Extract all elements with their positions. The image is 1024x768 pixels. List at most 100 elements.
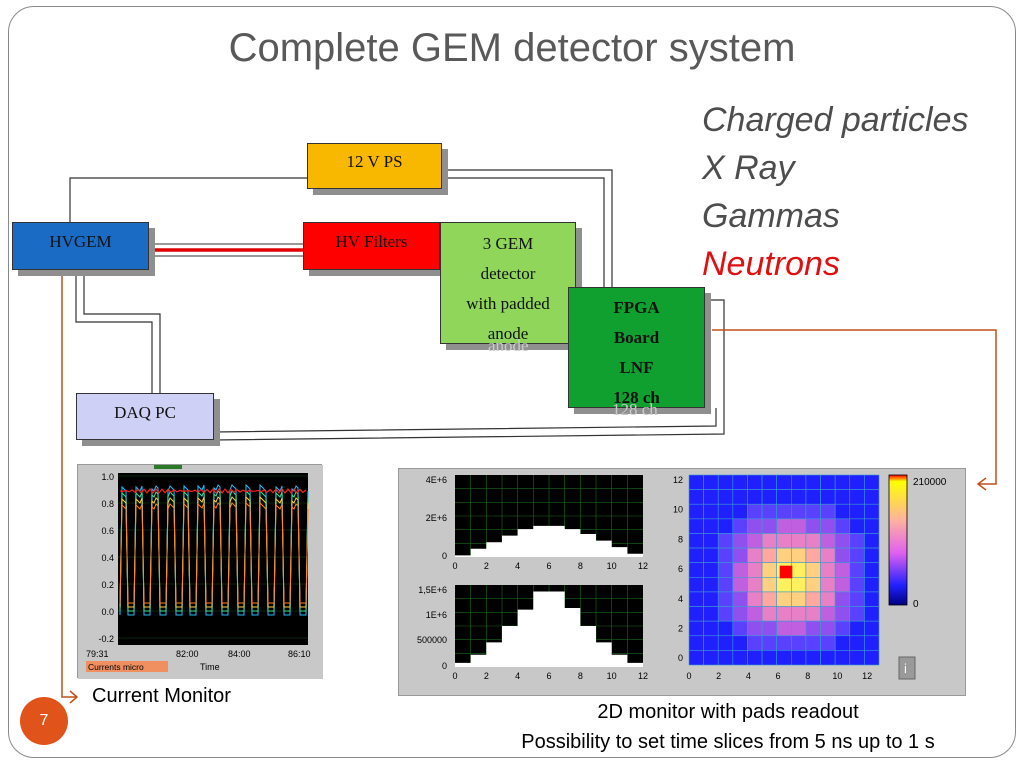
heatmap-cell xyxy=(820,650,836,666)
bottom-ytick: 0 xyxy=(442,661,447,671)
heatmap-cell xyxy=(761,547,777,563)
heatmap-cell xyxy=(703,591,719,607)
map-xtick: 8 xyxy=(805,671,810,681)
heatmap-cell xyxy=(732,620,748,637)
heatmap-cell xyxy=(820,489,836,505)
heatmap-cell xyxy=(761,650,777,666)
fpga-line: Board xyxy=(613,328,660,347)
cm-xlabel: Time xyxy=(200,662,220,672)
map-ytick: 8 xyxy=(678,534,683,544)
heatmap-cell xyxy=(703,518,719,534)
cm-xtick: 86:10 xyxy=(288,649,311,659)
cm-xtick: 79:31 xyxy=(86,649,109,659)
heatmap-cell xyxy=(747,635,763,651)
cm-ytick: -0.2 xyxy=(98,634,114,644)
map-ytick: 6 xyxy=(678,564,683,574)
heatmap-cell xyxy=(864,474,880,490)
map-xtick: 4 xyxy=(746,671,751,681)
map-ytick: 12 xyxy=(673,475,683,485)
heatmap-cell xyxy=(776,503,792,520)
hv-filters-block: HV Filters xyxy=(303,222,440,270)
x-tick: 8 xyxy=(578,561,583,571)
bottom-ytick: 1,5E+6 xyxy=(418,585,447,595)
map-ytick: 2 xyxy=(678,623,683,633)
x-tick: 12 xyxy=(638,561,648,571)
heatmap-cell xyxy=(747,474,763,490)
heatmap-cell xyxy=(820,533,836,549)
ghost-anode-text: anode xyxy=(488,336,529,355)
heatmap-cell xyxy=(688,489,704,505)
heatmap-cell xyxy=(717,650,734,666)
heatmap-cell xyxy=(747,620,763,637)
ps-12v-block: 12 V PS xyxy=(307,143,442,189)
heatmap-cell xyxy=(776,518,792,534)
scale-min-label: 0 xyxy=(913,599,919,610)
heatmap-cell xyxy=(688,635,704,651)
fpga-line: FPGA xyxy=(613,298,660,317)
heatmap-cell xyxy=(791,577,807,593)
heatmap-cell xyxy=(834,577,851,593)
heatmap-cell xyxy=(864,635,880,651)
heatmap-cell xyxy=(849,518,865,534)
heatmap-cell xyxy=(688,533,704,549)
heatmap-cell xyxy=(703,474,719,490)
heatmap-cell xyxy=(805,606,821,622)
cm-ytick: 0.4 xyxy=(101,553,114,563)
wire-ps-fpga xyxy=(442,169,613,287)
heatmap-cell xyxy=(761,620,777,637)
heatmap-cell xyxy=(717,533,734,549)
heatmap-cell xyxy=(834,606,851,622)
heatmap-cell xyxy=(732,591,748,607)
heatmap-cell xyxy=(849,474,865,490)
heatmap-cell xyxy=(834,474,851,490)
heatmap-cell xyxy=(703,489,719,505)
heatmap-cell xyxy=(849,533,865,549)
heatmap-cell xyxy=(849,547,865,563)
heatmap-cell xyxy=(864,562,880,578)
heatmap-cell xyxy=(864,606,880,622)
heatmap-cell xyxy=(688,620,704,637)
cm-xtick: 84:00 xyxy=(228,649,251,659)
gem-line: with padded xyxy=(466,294,550,313)
heatmap-cell xyxy=(747,547,763,563)
current-monitor-plot: 1.0 0.8 0.6 0.4 0.2 0.0 -0.2 79:31 82:00… xyxy=(78,463,323,679)
heatmap-cell xyxy=(761,606,777,622)
heatmap-cell xyxy=(776,577,792,593)
slide-frame xyxy=(8,6,1016,758)
info-icon: i xyxy=(904,661,907,676)
heatmap-cell xyxy=(820,620,836,637)
heatmap-cell xyxy=(688,562,704,578)
gem-line: anode xyxy=(487,324,529,343)
heatmap-cell xyxy=(717,547,734,563)
heatmap-cell xyxy=(791,591,807,607)
info-button[interactable] xyxy=(898,656,916,680)
heatmap-cell xyxy=(717,518,734,534)
heatmap-cell xyxy=(761,533,777,549)
heatmap-cell xyxy=(732,577,748,593)
heatmap-cell xyxy=(688,577,704,593)
x-tick: 10 xyxy=(607,561,617,571)
heatmap-cell xyxy=(834,650,851,666)
heatmap-cell xyxy=(820,591,836,607)
heatmap-cell xyxy=(732,503,748,520)
heatmap-cell xyxy=(849,635,865,651)
heatmap-cell xyxy=(747,591,763,607)
heatmap-cell xyxy=(776,547,792,563)
heatmap-cell xyxy=(864,620,880,637)
heatmap-cell xyxy=(849,650,865,666)
heatmap-cell xyxy=(849,591,865,607)
heatmap-cell xyxy=(717,474,734,490)
particle-charged: Charged particles xyxy=(702,101,969,139)
cm-tag xyxy=(86,661,168,672)
heatmap-cell xyxy=(776,620,792,637)
heatmap-cell xyxy=(761,474,777,490)
heatmap-cell xyxy=(791,474,807,490)
cm-tag-label: Currents micro xyxy=(88,662,144,672)
particle-xray: X Ray xyxy=(702,149,795,187)
heatmap-cell xyxy=(747,577,763,593)
heatmap-cell xyxy=(820,562,836,578)
heatmap-cell xyxy=(747,562,763,578)
heatmap-cell xyxy=(761,577,777,593)
arrow-hvgem-currentmonitor xyxy=(61,250,76,698)
heatmap-cell xyxy=(805,547,821,563)
